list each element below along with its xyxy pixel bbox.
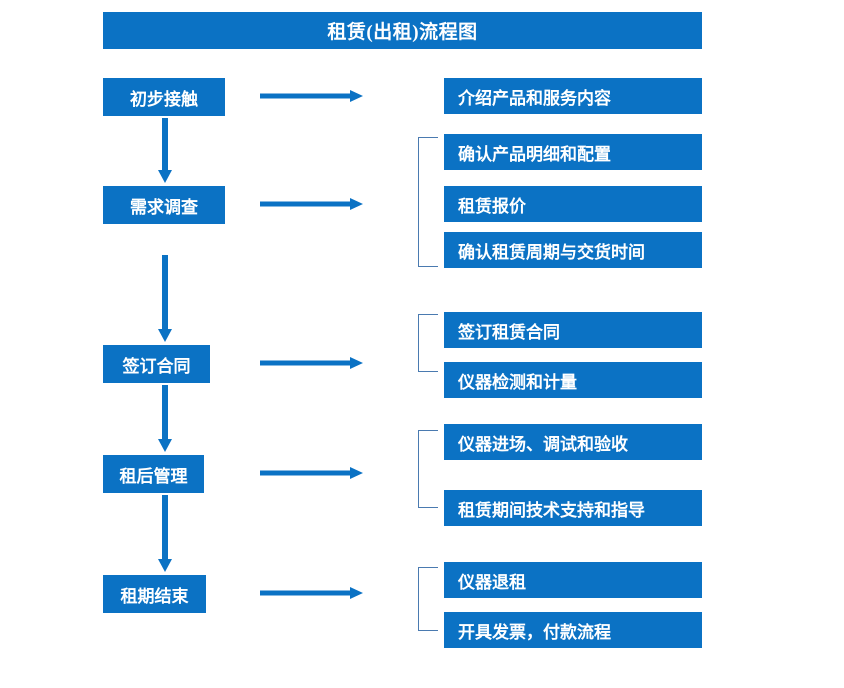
detail-box-确认租赁周期与交货时间[interactable]: 确认租赁周期与交货时间 [444, 232, 702, 268]
group-bracket-租后管理 [418, 430, 438, 508]
detail-box-仪器退租[interactable]: 仪器退租 [444, 562, 702, 598]
vertical-arrow-icon-2 [157, 255, 173, 343]
group-bracket-需求调查 [418, 137, 438, 267]
horizontal-arrow-icon-3 [260, 356, 364, 370]
stage-box-初步接触[interactable]: 初步接触 [103, 78, 225, 116]
group-bracket-签订合同 [418, 314, 438, 372]
detail-box-仪器进场调试和验收[interactable]: 仪器进场、调试和验收 [444, 424, 702, 460]
detail-box-租赁期间技术支持和指导[interactable]: 租赁期间技术支持和指导 [444, 490, 702, 526]
detail-box-签订租赁合同[interactable]: 签订租赁合同 [444, 312, 702, 348]
vertical-arrow-icon-1 [157, 118, 173, 184]
stage-box-需求调查[interactable]: 需求调查 [103, 186, 225, 224]
detail-box-仪器检测和计量[interactable]: 仪器检测和计量 [444, 362, 702, 398]
horizontal-arrow-icon-4 [260, 466, 364, 480]
stage-box-租期结束[interactable]: 租期结束 [103, 575, 206, 613]
vertical-arrow-icon-4 [157, 495, 173, 573]
horizontal-arrow-icon-2 [260, 197, 364, 211]
detail-box-租赁报价[interactable]: 租赁报价 [444, 186, 702, 222]
diagram-title: 租赁(出租)流程图 [103, 12, 702, 49]
horizontal-arrow-icon-5 [260, 586, 364, 600]
stage-box-签订合同[interactable]: 签订合同 [103, 345, 210, 383]
horizontal-arrow-icon-1 [260, 89, 364, 103]
detail-box-介绍产品和服务内容[interactable]: 介绍产品和服务内容 [444, 78, 702, 114]
detail-box-确认产品明细和配置[interactable]: 确认产品明细和配置 [444, 134, 702, 170]
vertical-arrow-icon-3 [157, 385, 173, 453]
detail-box-开具发票付款流程[interactable]: 开具发票，付款流程 [444, 612, 702, 648]
group-bracket-租期结束 [418, 567, 438, 631]
stage-box-租后管理[interactable]: 租后管理 [103, 455, 204, 493]
